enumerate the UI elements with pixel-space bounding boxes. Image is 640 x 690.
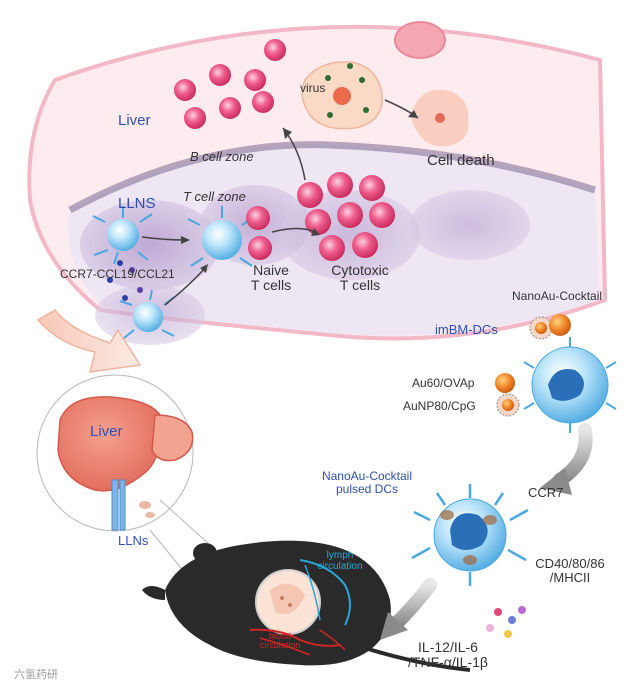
label-virus: virus (300, 81, 326, 95)
dying-cell (411, 89, 469, 147)
mouse (142, 540, 471, 672)
label-pulsed-line-2: pulsed DCs (335, 481, 399, 496)
label-cd40-mhcii: CD40/80/86 /MHCII (520, 557, 620, 584)
label-lymph-circulation: lymph circulation (305, 550, 375, 572)
cytotoxic-cell-cluster (297, 172, 395, 261)
label-cd40-line-2: /MHCII (549, 569, 591, 585)
label-naive-line-1: Naive (253, 262, 289, 278)
effector-t-cells (174, 39, 286, 129)
label-naive-line-2: T cells (250, 276, 292, 293)
label-blood-line-2: circulation (259, 640, 301, 651)
label-cytotoxic-line-1: Cytotoxic (331, 262, 389, 278)
arrow-t-cell-activation (271, 227, 316, 233)
maturation-arrow (540, 423, 593, 495)
label-llns-bottom: LLNs (118, 533, 149, 548)
label-ccr7: CCR7 (528, 485, 564, 500)
naive-t-cells (246, 206, 272, 260)
label-liver-top: Liver (118, 112, 151, 129)
zoom-arrow (36, 309, 142, 373)
label-au60-ovap: Au60/OVAp (412, 376, 475, 390)
label-aunp80-cpg: AuNP80/CpG (403, 399, 476, 413)
label-cytokines-line-2: /TNF-α/IL-1β (408, 653, 488, 670)
label-ccr7-chemokines: CCR7-CCL19/CCL21 (60, 267, 175, 281)
label-cd40-line-1: CD40/80/86 (535, 556, 605, 571)
label-cytotoxic-t-cells: Cytotoxic T cells (320, 263, 400, 292)
label-cytokines: IL-12/IL-6 /TNF-α/IL-1β (388, 640, 508, 669)
watermark: 六氢药研 (14, 669, 58, 681)
label-nanoau-cocktail: NanoAu-Cocktail (512, 289, 603, 303)
chemokine-dots (107, 260, 143, 301)
label-llns-top: LLNS (118, 195, 156, 212)
label-imbm-dcs: imBM-DCs (435, 322, 498, 337)
label-cell-death: Cell death (427, 152, 495, 169)
label-cytotoxic-line-2: T cells (339, 276, 381, 293)
infected-cell (301, 61, 383, 130)
label-b-cell-zone: B cell zone (190, 149, 254, 164)
liver-organ (36, 374, 194, 532)
nanoau-particles (495, 314, 571, 417)
imbm-dc (523, 337, 617, 433)
label-pulsed-dcs: NanoAu-Cocktail pulsed DCs (302, 470, 432, 495)
cytokine-dots (486, 606, 526, 638)
node-dc-top (92, 206, 153, 265)
label-blood-line-1: blood (268, 631, 292, 641)
label-pulsed-line-1: NanoAu-Cocktail (321, 469, 413, 483)
label-liver-organ: Liver (90, 423, 123, 440)
label-lymph-line-1: lymph (326, 550, 354, 561)
label-lymph-line-2: circulation (317, 560, 363, 572)
label-naive-t-cells: Naive T cells (240, 263, 302, 292)
label-cytokines-line-1: IL-12/IL-6 (418, 639, 478, 655)
node-dc-bottom (119, 289, 175, 339)
label-t-cell-zone: T cell zone (183, 189, 246, 204)
arrow-dc-migration-2 (164, 267, 206, 306)
label-blood-circulation: blood circulation (250, 631, 310, 651)
cytokine-arrow (380, 578, 437, 640)
mature-dc (411, 484, 529, 586)
